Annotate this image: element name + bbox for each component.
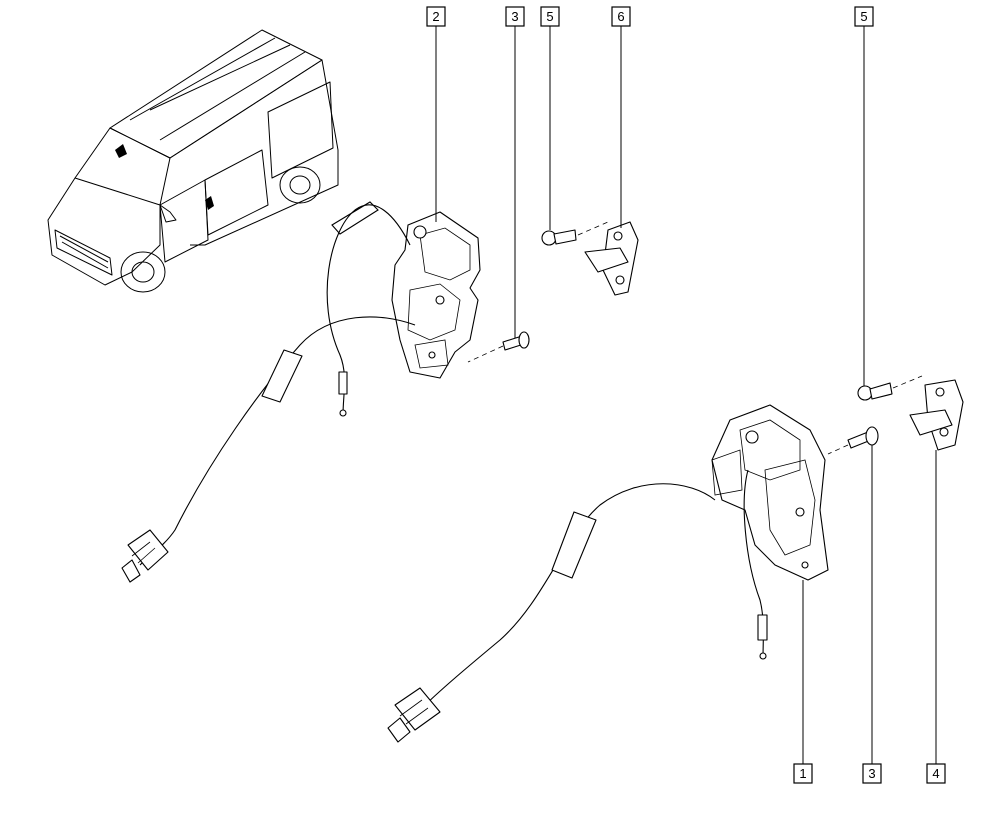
callout-6-top: 6 [611,6,631,27]
lock-cables-lower [387,469,768,743]
leader-lines [435,26,937,764]
callout-label: 4 [932,766,939,781]
callout-3-bottom: 3 [862,763,882,784]
screw-lower [827,426,879,455]
callout-5-top-left: 5 [540,6,560,27]
callout-label: 1 [799,766,806,781]
van-illustration [47,29,339,293]
lock-cables-upper [121,201,416,583]
callout-label: 3 [511,9,518,24]
callout-label: 3 [868,766,875,781]
callout-label: 6 [617,9,624,24]
callout-1-bottom: 1 [793,763,813,784]
callout-label: 2 [432,9,439,24]
callout-2-top: 2 [426,6,446,27]
lock-assembly-upper [391,211,481,379]
screw-upper [467,331,530,363]
striker-lower [909,379,964,451]
callout-label: 5 [546,9,553,24]
callout-3-top: 3 [505,6,525,27]
screw-upper-striker [541,221,609,246]
callout-4-bottom: 4 [926,763,946,784]
callout-label: 5 [860,9,867,24]
striker-upper [584,221,639,296]
callout-5-top-right: 5 [854,6,874,27]
screw-lower-striker [857,375,923,401]
lock-assembly-lower [711,404,829,581]
